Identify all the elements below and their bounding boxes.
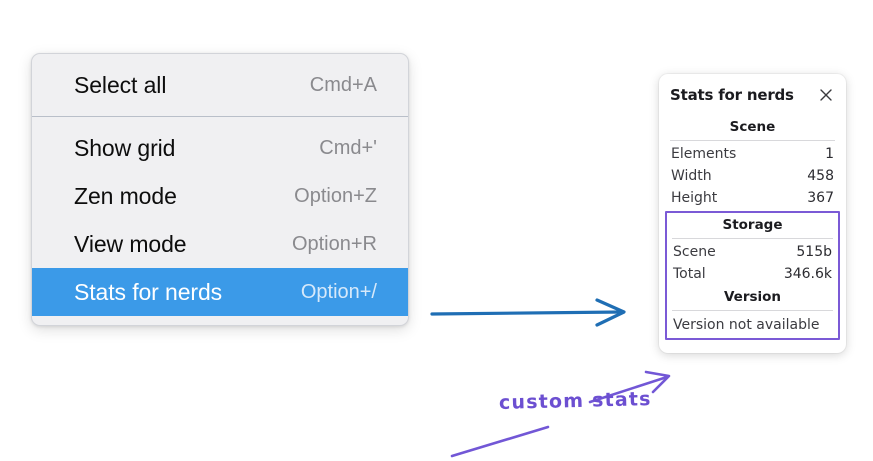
row-label: Total: [673, 266, 706, 282]
menu-item-view-mode[interactable]: View mode Option+R: [32, 220, 408, 268]
row-label: Height: [671, 190, 718, 206]
menu-separator: [32, 116, 408, 117]
annotation-label-custom-stats: custom stats: [498, 388, 652, 414]
divider: [672, 238, 833, 239]
menu-item-label: Show grid: [74, 134, 176, 161]
row-value: 515b: [796, 244, 832, 260]
menu-item-show-grid[interactable]: Show grid Cmd+': [32, 124, 408, 172]
stats-section-storage: Storage Scene 515b Total 346.6k: [672, 213, 833, 285]
row-label: Elements: [671, 146, 737, 162]
menu-item-label: View mode: [74, 230, 187, 257]
row-value: 346.6k: [783, 266, 832, 282]
stats-row-width: Width 458: [670, 165, 835, 187]
row-label: Scene: [673, 244, 716, 260]
menu-item-stats-for-nerds[interactable]: Stats for nerds Option+/: [32, 268, 408, 316]
menu-item-select-all[interactable]: Select all Cmd+A: [32, 61, 408, 109]
row-value: 458: [807, 168, 834, 184]
menu-item-shortcut: Cmd+A: [309, 73, 377, 96]
stats-row-total-storage: Total 346.6k: [672, 263, 833, 285]
blue-arrow-menu-to-panel: [430, 298, 626, 327]
stats-row-scene-storage: Scene 515b: [672, 241, 833, 263]
version-not-available-text: Version not available: [673, 317, 820, 333]
stats-section-version: Version Version not available: [672, 285, 833, 335]
divider: [670, 140, 835, 141]
stats-row-height: Height 367: [670, 187, 835, 209]
section-heading-storage: Storage: [722, 217, 783, 233]
row-value: 367: [807, 190, 834, 206]
row-value: 1: [825, 146, 834, 162]
close-icon[interactable]: [817, 86, 835, 104]
section-heading-version: Version: [723, 289, 782, 305]
stats-for-nerds-panel: Stats for nerds Scene Elements 1 Width 4…: [659, 74, 846, 353]
menu-item-shortcut: Option+R: [291, 232, 377, 255]
menu-group-1: Select all Cmd+A: [32, 61, 408, 109]
menu-item-label: Stats for nerds: [74, 278, 223, 305]
menu-group-2: Show grid Cmd+' Zen mode Option+Z View m…: [32, 124, 408, 316]
stats-panel-header: Stats for nerds: [670, 86, 835, 104]
stats-row-elements: Elements 1: [670, 143, 835, 165]
row-label: Width: [671, 168, 712, 184]
purple-underline-stroke: [450, 425, 550, 458]
menu-item-shortcut: Cmd+': [319, 136, 377, 159]
menu-item-shortcut: Option+Z: [294, 184, 377, 207]
stats-panel-title: Stats for nerds: [670, 86, 794, 104]
menu-item-label: Zen mode: [74, 182, 177, 209]
menu-item-shortcut: Option+/: [300, 280, 377, 303]
context-menu: Select all Cmd+A Show grid Cmd+' Zen mod…: [31, 53, 409, 326]
section-heading-scene: Scene: [729, 119, 776, 135]
stats-section-scene: Scene Elements 1 Width 458 Height 367: [670, 115, 835, 209]
divider: [672, 310, 833, 311]
menu-item-zen-mode[interactable]: Zen mode Option+Z: [32, 172, 408, 220]
custom-stats-highlight-box: Storage Scene 515b Total 346.6k Version …: [665, 211, 840, 340]
menu-item-label: Select all: [74, 71, 167, 98]
